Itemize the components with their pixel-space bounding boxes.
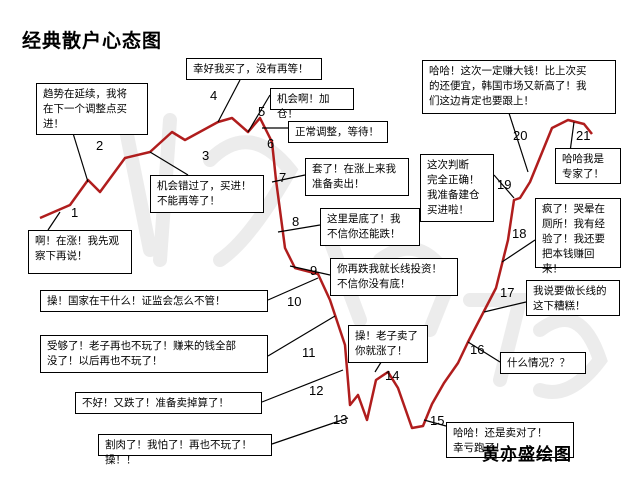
stage-box-16: 什么情况？？	[500, 352, 586, 374]
stage-box-15: 哈哈！还是卖对了！ 幸亏跑了！	[446, 422, 574, 458]
leader-2	[71, 129, 89, 183]
leader-5	[247, 94, 271, 133]
stage-box-8: 这里是底了！我 不信你还能跌！	[320, 208, 420, 246]
stage-number-20: 20	[513, 128, 528, 143]
stage-number-16: 16	[470, 342, 485, 357]
leader-16	[467, 341, 501, 363]
stage-box-18: 疯了！哭晕在 厕所！我有经 验了！我还要 把本钱赚回来！	[535, 198, 621, 275]
leader-17	[483, 301, 527, 313]
leader-1	[47, 211, 61, 231]
leader-15	[423, 419, 447, 427]
leader-4	[217, 79, 241, 123]
leader-8	[277, 224, 321, 233]
stage-box-7: 套了！在涨上来我 准备卖出！	[305, 158, 409, 196]
stage-box-3: 机会错过了，买进！ 不能再等了！	[150, 175, 264, 213]
stage-box-11: 受够了！老子再也不玩了！赚来的钱全部 没了！以后再也不玩了！	[40, 335, 268, 373]
stage-number-3: 3	[202, 148, 210, 163]
leader-20	[507, 109, 529, 173]
leader-12	[261, 369, 344, 403]
leader-7	[271, 174, 306, 183]
stage-box-5: 机会啊！加仓！	[270, 88, 354, 120]
author-credit: 黄亦盛绘图	[482, 445, 572, 465]
stage-number-7: 7	[279, 170, 287, 185]
leader-19	[493, 174, 515, 199]
leader-3	[149, 151, 189, 176]
stage-box-1: 啊！在涨！我先观 察下再说！	[28, 230, 132, 274]
stage-box-10: 操！国家在干什么！证监会怎么不管！	[40, 290, 268, 312]
stage-number-13: 13	[333, 412, 348, 427]
stage-number-1: 1	[71, 205, 79, 220]
stage-box-2: 趋势在延续，我将 在下一个调整点买 进！	[36, 83, 148, 135]
stage-box-4: 幸好我买了，没有再等！	[186, 58, 322, 80]
stage-number-5: 5	[258, 104, 266, 119]
stage-number-17: 17	[500, 285, 515, 300]
leader-13	[271, 417, 349, 445]
stage-box-6: 正常调整，等待！	[288, 121, 388, 143]
stage-number-15: 15	[430, 413, 445, 428]
stage-box-17: 我说要做长线的 这下糟糕！	[526, 280, 620, 316]
price-curve	[39, 116, 593, 430]
stage-box-20: 哈哈！这次一定赚大钱！比上次买 的还便宜，韩国市场又新高了！我 们这边肯定也要跟…	[422, 60, 616, 114]
stage-box-12: 不好！又跌了！准备卖掉算了！	[75, 392, 262, 414]
stage-box-19: 这次判断 完全正确！ 我准备建仓 买进啦！	[420, 154, 494, 222]
stage-number-8: 8	[292, 214, 300, 229]
stage-number-21: 21	[576, 128, 591, 143]
leader-lines	[47, 79, 575, 445]
stage-box-21: 哈哈我是 专家了！	[555, 148, 621, 184]
stage-number-11: 11	[302, 345, 316, 360]
stage-box-13: 割肉了！我怕了！再也不玩了！操！！	[98, 434, 272, 466]
stage-number-6: 6	[267, 136, 275, 151]
leader-18	[501, 239, 536, 263]
stage-number-14: 14	[385, 368, 400, 383]
stage-number-12: 12	[309, 383, 324, 398]
stage-box-9: 你再跌我就长线投资！ 不信你没有底！	[330, 258, 458, 296]
stage-box-14: 操！老子卖了 你就涨了！	[348, 325, 428, 363]
stage-number-18: 18	[512, 226, 527, 241]
stage-number-10: 10	[287, 294, 302, 309]
leader-9	[289, 265, 331, 276]
leader-10	[267, 277, 319, 301]
diagram-title: 经典散户心态图	[22, 30, 163, 52]
stage-number-19: 19	[497, 177, 512, 192]
stage-number-4: 4	[210, 88, 218, 103]
leader-11	[267, 315, 336, 357]
leader-21	[569, 121, 575, 153]
stage-number-2: 2	[96, 138, 104, 153]
stage-number-9: 9	[310, 263, 318, 278]
